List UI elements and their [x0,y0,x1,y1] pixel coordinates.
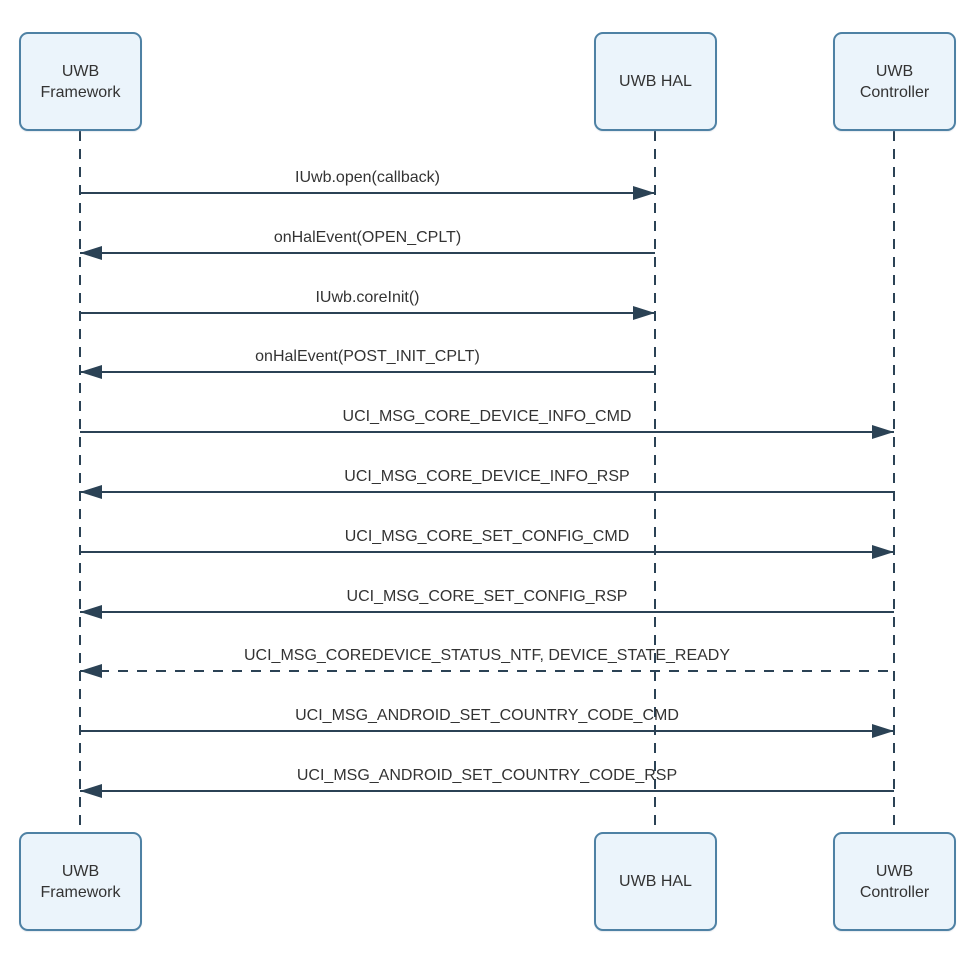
message-line [80,670,894,672]
arrowhead [80,605,102,619]
lifeline-hal [654,131,656,833]
message-label: onHalEvent(OPEN_CPLT) [273,229,462,246]
message-label: UCI_MSG_CORE_SET_CONFIG_CMD [344,528,630,545]
message-line [80,551,894,553]
message-line [80,312,655,314]
arrowhead [80,365,102,379]
message-line [80,611,894,613]
message-line [80,730,894,732]
message-label: UCI_MSG_ANDROID_SET_COUNTRY_CODE_RSP [296,767,678,784]
arrowhead [872,545,894,559]
actor-label-hal: UWB HAL [619,73,692,90]
arrowhead [633,186,655,200]
message-label: UCI_MSG_COREDEVICE_STATUS_NTF, DEVICE_ST… [243,647,731,664]
lifeline-framework [79,131,81,833]
message-label: UCI_MSG_CORE_SET_CONFIG_RSP [346,588,628,605]
actor-box-controller-top: UWB Controller [833,32,956,131]
actor-label-hal: UWB HAL [619,873,692,890]
lifeline-controller [893,131,895,833]
arrowhead [80,485,102,499]
message-label: IUwb.coreInit() [315,289,420,306]
message-label: UCI_MSG_CORE_DEVICE_INFO_CMD [342,408,632,425]
arrowhead [633,306,655,320]
actor-label-controller: UWB Controller [859,862,930,901]
message-line [80,431,894,433]
message-line [80,192,655,194]
message-label: UCI_MSG_ANDROID_SET_COUNTRY_CODE_CMD [295,707,679,724]
actor-box-controller-bottom: UWB Controller [833,832,956,931]
message-line [80,491,894,493]
message-line [80,790,894,792]
message-label: IUwb.open(callback) [295,169,440,186]
arrowhead [80,246,102,260]
arrowhead [872,425,894,439]
arrowhead [872,724,894,738]
actor-box-hal-top: UWB HAL [594,32,717,131]
actor-box-hal-bottom: UWB HAL [594,832,717,931]
actor-label-framework: UWB Framework [40,62,121,101]
arrowhead [80,664,102,678]
actor-box-framework-bottom: UWB Framework [19,832,142,931]
message-label: UCI_MSG_CORE_DEVICE_INFO_RSP [344,468,630,485]
actor-label-framework: UWB Framework [40,862,121,901]
actor-label-controller: UWB Controller [859,62,930,101]
message-line [80,371,655,373]
actor-box-framework-top: UWB Framework [19,32,142,131]
message-line [80,252,655,254]
message-label: onHalEvent(POST_INIT_CPLT) [255,348,480,365]
arrowhead [80,784,102,798]
